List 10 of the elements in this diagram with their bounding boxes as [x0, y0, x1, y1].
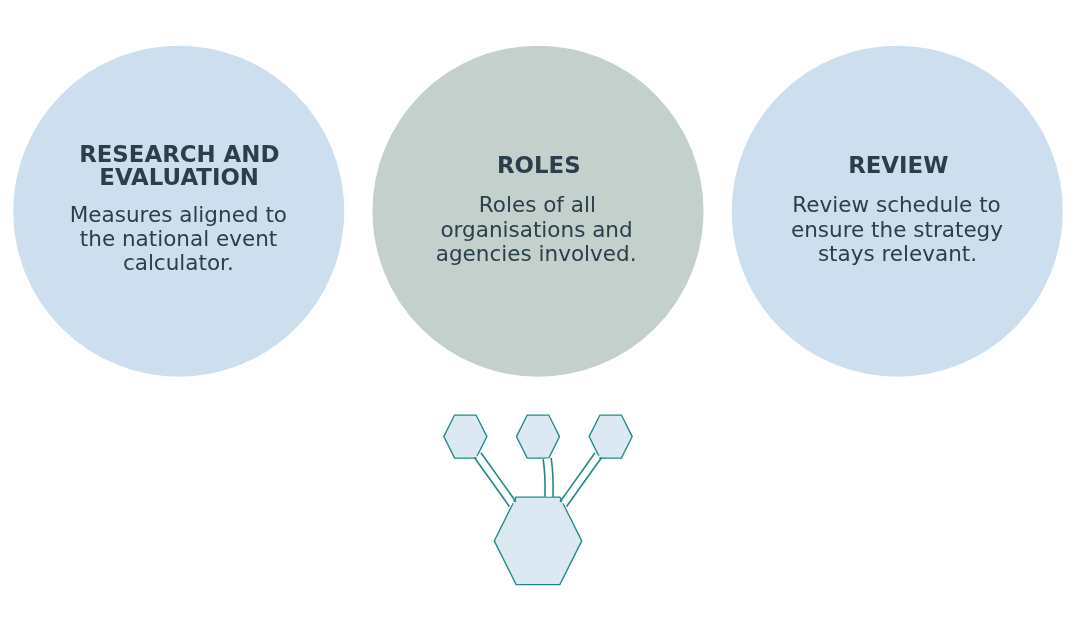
node-circle: RESEARCH AND EVALUATION Measures aligned to the national event calculator. — [13, 45, 345, 377]
connector — [559, 452, 603, 508]
connector — [473, 452, 517, 508]
node-hexagon — [443, 414, 488, 459]
node-hexagon — [588, 414, 633, 459]
connector — [542, 457, 554, 498]
node-circle: ROLES Roles of all organisations and agencies involved. — [372, 45, 704, 377]
node-circle: REVIEW Review schedule to ensure the strategy stays relevant. — [731, 45, 1063, 377]
node-hexagon — [493, 496, 583, 586]
node-hexagon — [515, 414, 561, 459]
